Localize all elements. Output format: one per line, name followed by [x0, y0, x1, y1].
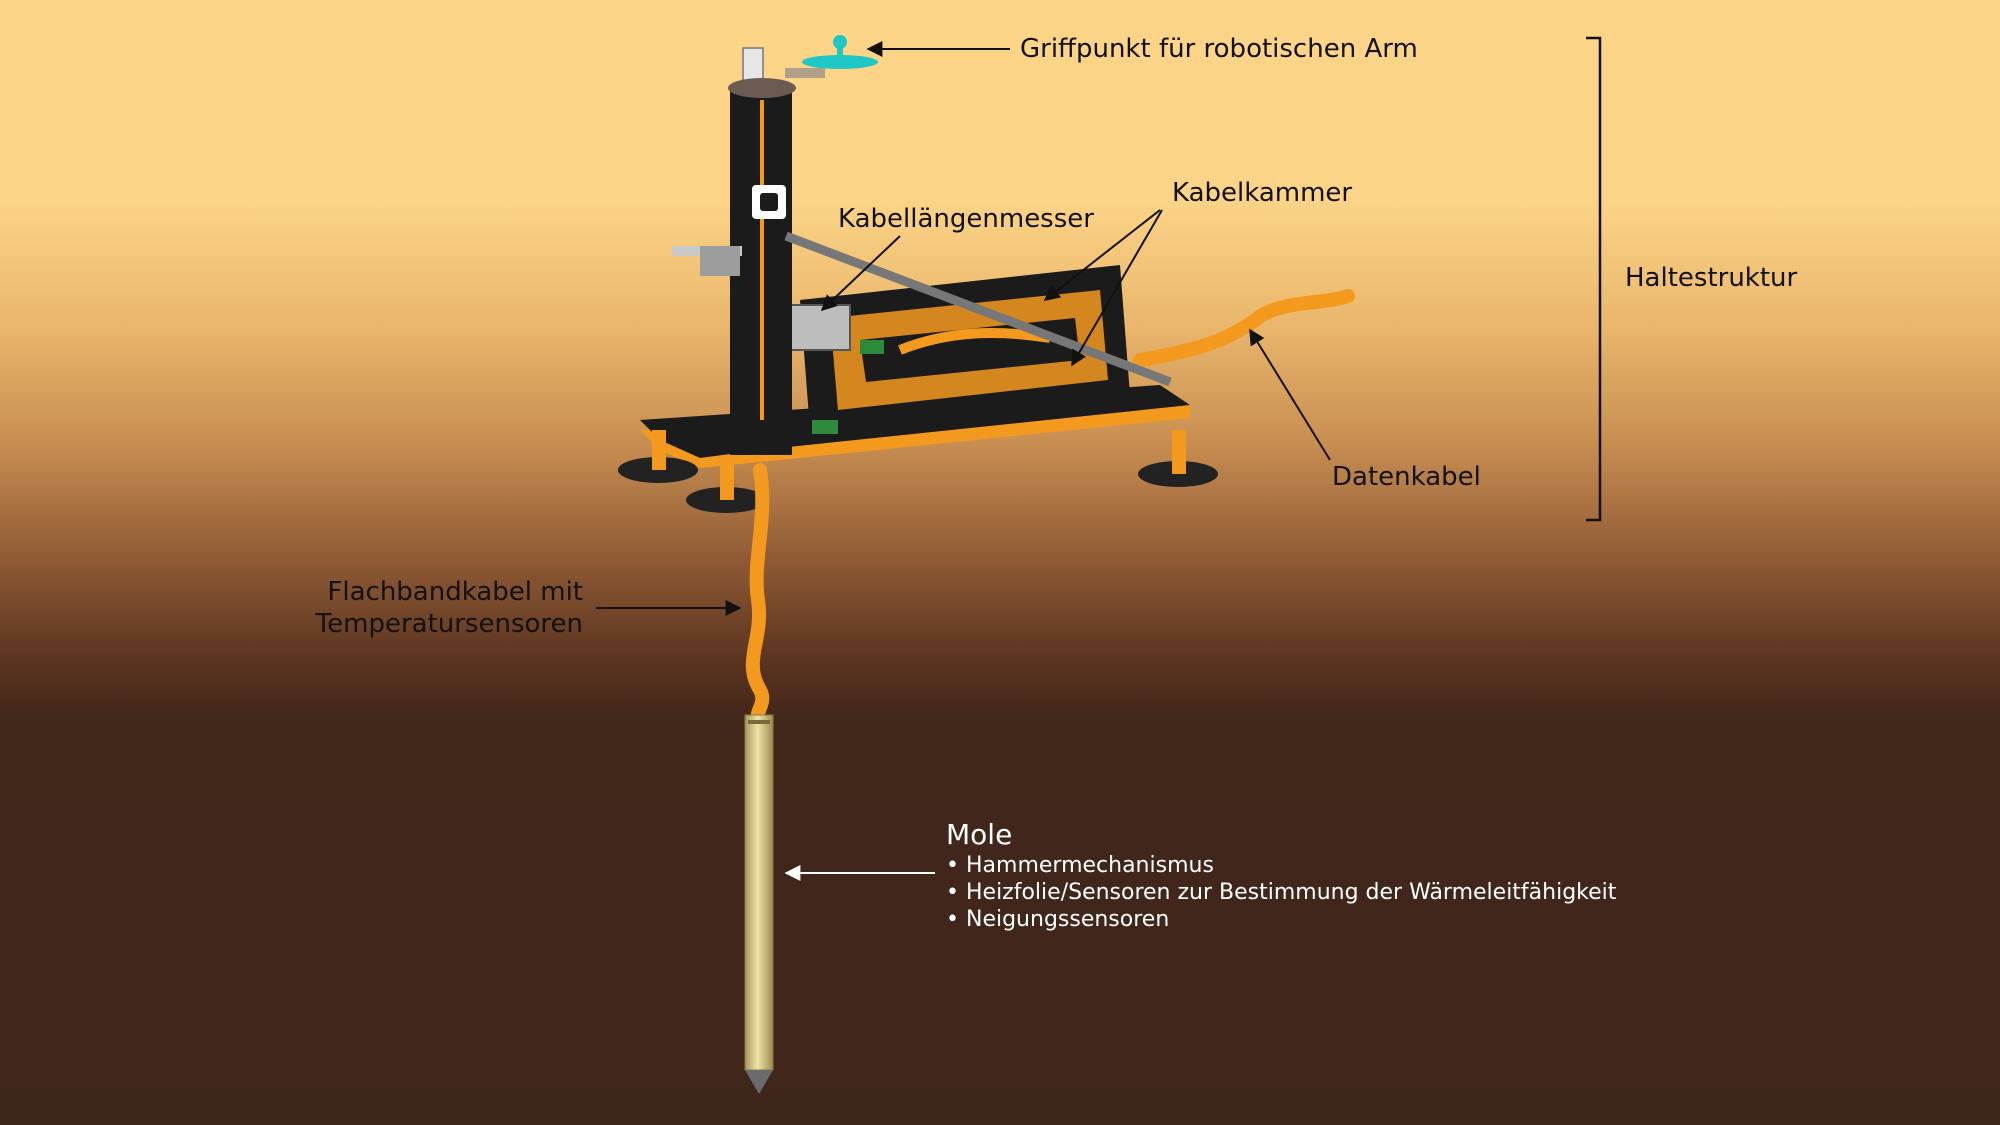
label-flachbandkabel: Flachbandkabel mit Temperatursensoren — [300, 576, 583, 640]
arrow-kabelkammer-2 — [1071, 209, 1163, 367]
label-flachbandkabel-line1: Flachbandkabel mit — [327, 577, 583, 607]
label-mole-title: Mole — [946, 818, 1013, 851]
arrow-kabelkammer-1 — [1043, 209, 1161, 301]
label-haltestruktur: Haltestruktur — [1625, 263, 1798, 293]
mole-feature-list: Hammermechanismus Heizfolie/Sensoren zur… — [946, 852, 1616, 933]
label-kabellaengenmesser: Kabellängenmesser — [838, 204, 1094, 234]
haltestruktur-bracket — [1586, 36, 1602, 522]
feet — [618, 430, 1218, 513]
ribbon-cable — [745, 463, 770, 727]
arrow-kabellaengenmesser — [820, 235, 901, 312]
mole-feature-item: Heizfolie/Sensoren zur Bestimmung der Wä… — [946, 879, 1616, 906]
arrow-datenkabel — [1249, 328, 1331, 461]
label-flachbandkabel-line2: Temperatursensoren — [315, 609, 583, 639]
vertical-tower — [672, 35, 1172, 455]
label-datenkabel: Datenkabel — [1332, 462, 1481, 492]
base-plate — [640, 265, 1190, 468]
mole-feature-item: Hammermechanismus — [946, 852, 1616, 879]
label-kabelkammer: Kabelkammer — [1172, 178, 1353, 208]
label-griffpunkt: Griffpunkt für robotischen Arm — [1020, 34, 1418, 64]
data-cable — [1133, 289, 1355, 367]
mole-body — [744, 714, 774, 1094]
mole-feature-item: Neigungssensoren — [946, 906, 1616, 933]
